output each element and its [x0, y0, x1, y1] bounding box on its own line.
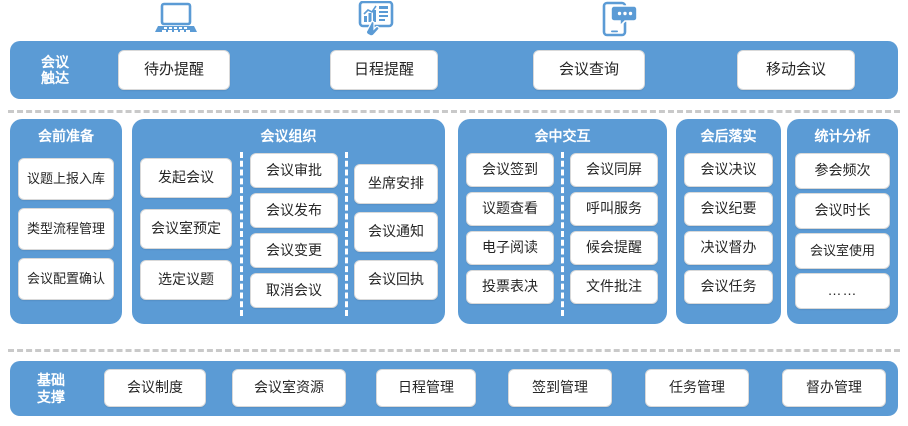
support-item-task-management[interactable]: 任务管理 — [645, 369, 749, 407]
list-item[interactable]: 议题上报入库 — [18, 158, 114, 200]
list-item[interactable]: 投票表决 — [466, 270, 554, 304]
panel-in-meeting-interaction: 会中交互 会议签到 议题查看 电子阅读 投票表决 会议同屏 呼叫服务 候会提醒 … — [458, 119, 667, 324]
meeting-reach-label: 会议 触达 — [22, 54, 88, 86]
list-item[interactable]: 呼叫服务 — [570, 192, 658, 226]
list-item[interactable]: 会议签到 — [466, 153, 554, 187]
foundation-support-label: 基础 支撑 — [20, 372, 82, 404]
support-item-signin-management[interactable]: 签到管理 — [508, 369, 612, 407]
panel-meeting-organization-title: 会议组织 — [260, 128, 317, 144]
list-item[interactable]: 议题查看 — [466, 192, 554, 226]
list-item[interactable]: 会议室预定 — [140, 209, 232, 249]
list-item[interactable]: 会议同屏 — [570, 153, 658, 187]
list-item[interactable]: 候会提醒 — [570, 231, 658, 265]
panel-statistics-analysis: 统计分析 参会频次 会议时长 会议室使用 …… — [787, 119, 898, 324]
list-item[interactable]: 参会频次 — [795, 153, 890, 189]
column-divider — [561, 152, 564, 316]
list-item[interactable]: 会议室使用 — [795, 233, 890, 269]
list-item[interactable]: 会议发布 — [250, 193, 338, 228]
panel-pre-meeting-title: 会前准备 — [38, 128, 94, 144]
list-item[interactable]: 会议决议 — [684, 153, 773, 187]
tablet-dashboard-touch-icon — [348, 0, 404, 38]
panel-meeting-organization: 会议组织 发起会议 会议室预定 选定议题 会议审批 会议发布 会议变更 取消会议… — [132, 119, 445, 324]
column-divider — [345, 152, 348, 316]
list-item[interactable]: 坐席安排 — [354, 164, 438, 204]
support-item-schedule-management[interactable]: 日程管理 — [376, 369, 476, 407]
list-item[interactable]: 会议任务 — [684, 270, 773, 304]
support-item-meeting-room-resource[interactable]: 会议室资源 — [232, 369, 346, 407]
list-item[interactable]: 发起会议 — [140, 158, 232, 198]
meeting-reach-label-line2: 触达 — [41, 70, 69, 86]
panel-statistics-analysis-title: 统计分析 — [814, 128, 871, 144]
list-item[interactable]: 取消会议 — [250, 273, 338, 308]
column-divider — [240, 152, 243, 316]
panel-post-meeting-followup: 会后落实 会议决议 会议纪要 决议督办 会议任务 — [676, 119, 781, 324]
panel-pre-meeting: 会前准备 议题上报入库 类型流程管理 会议配置确认 — [10, 119, 122, 324]
list-item[interactable]: 文件批注 — [570, 270, 658, 304]
support-item-meeting-policy[interactable]: 会议制度 — [104, 369, 206, 407]
list-item[interactable]: 类型流程管理 — [18, 208, 114, 250]
reach-item-meeting-query[interactable]: 会议查询 — [533, 50, 645, 90]
list-item[interactable]: 会议审批 — [250, 153, 338, 188]
reach-item-todo-reminder[interactable]: 待办提醒 — [118, 50, 230, 90]
laptop-icon — [148, 0, 204, 38]
list-item[interactable]: …… — [795, 273, 890, 309]
reach-item-schedule-reminder[interactable]: 日程提醒 — [330, 50, 438, 90]
list-item[interactable]: 会议变更 — [250, 233, 338, 268]
separator-upper — [8, 110, 900, 113]
panel-in-meeting-interaction-title: 会中交互 — [534, 128, 591, 144]
foundation-support-label-line1: 基础 — [37, 372, 65, 389]
list-item[interactable]: 会议配置确认 — [18, 258, 114, 300]
list-item[interactable]: 会议纪要 — [684, 192, 773, 226]
support-item-supervision-management[interactable]: 督办管理 — [782, 369, 886, 407]
foundation-support-label-line2: 支撑 — [37, 388, 65, 405]
list-item[interactable]: 电子阅读 — [466, 231, 554, 265]
list-item[interactable]: 会议通知 — [354, 212, 438, 252]
separator-lower — [8, 349, 900, 352]
list-item[interactable]: 选定议题 — [140, 260, 232, 300]
top-icon-strip — [0, 0, 908, 38]
panel-post-meeting-followup-title: 会后落实 — [700, 128, 757, 144]
reach-item-mobile-meeting[interactable]: 移动会议 — [737, 50, 855, 90]
smartphone-chat-icon — [592, 0, 648, 38]
list-item[interactable]: 决议督办 — [684, 231, 773, 265]
list-item[interactable]: 会议回执 — [354, 260, 438, 300]
meeting-reach-label-line1: 会议 — [41, 53, 69, 70]
list-item[interactable]: 会议时长 — [795, 193, 890, 229]
